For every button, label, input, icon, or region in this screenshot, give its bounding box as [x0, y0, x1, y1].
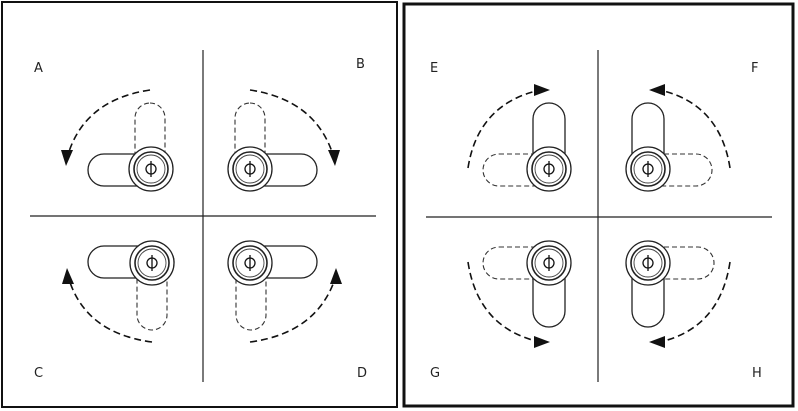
lock-cylinder: [129, 240, 175, 286]
quadrant-d-lock: [227, 240, 342, 343]
quadrant-h-lock: [625, 240, 731, 348]
lock-cylinder: [526, 146, 572, 192]
cam-dashed-right: [631, 246, 715, 280]
quadrant-label-d: D: [357, 366, 367, 381]
quadrant-label-a: A: [34, 61, 43, 76]
lock-cylinder: [227, 146, 273, 192]
quadrant-label-b: B: [356, 57, 365, 72]
quadrant-label-h: H: [752, 366, 762, 381]
quadrant-a-lock: [61, 89, 174, 192]
arrow-head-icon: [534, 84, 550, 96]
rotation-arrow-arc: [66, 89, 151, 159]
arrow-head-icon: [649, 84, 665, 96]
quadrant-e-lock: [467, 84, 572, 192]
arrow-head-icon: [328, 150, 340, 166]
rotation-arrow-arc: [467, 261, 541, 343]
rotation-arrow-arc: [249, 275, 337, 343]
lock-cylinder: [625, 146, 671, 192]
quadrant-c-lock: [62, 240, 175, 343]
lock-cylinder: [625, 240, 671, 286]
lock-cylinder: [526, 240, 572, 286]
quadrant-b-lock: [227, 89, 340, 192]
left-panel-frame: [1, 1, 398, 408]
lock-cylinder: [227, 240, 273, 286]
rotation-arrow-arc: [659, 89, 731, 169]
arrow-head-icon: [62, 268, 74, 284]
quadrant-label-e: E: [430, 61, 438, 76]
quadrant-label-g: G: [430, 366, 440, 381]
arrow-head-icon: [330, 268, 342, 284]
rotation-arrow-arc: [67, 275, 153, 343]
right-panel: [402, 2, 795, 408]
quadrant-label-f: F: [751, 61, 758, 76]
rotation-arrow-arc: [659, 261, 731, 343]
quadrant-f-lock: [625, 84, 731, 192]
rotation-arrow-arc: [249, 89, 335, 159]
arrow-head-icon: [649, 336, 665, 348]
quadrant-g-lock: [467, 240, 572, 348]
arrow-head-icon: [534, 336, 550, 348]
right-panel-frame: [402, 2, 795, 408]
arrow-head-icon: [61, 150, 73, 166]
lock-cylinder: [128, 146, 174, 192]
rotation-arrow-arc: [467, 89, 541, 169]
quadrant-label-c: C: [34, 366, 43, 381]
left-panel: [1, 1, 398, 408]
